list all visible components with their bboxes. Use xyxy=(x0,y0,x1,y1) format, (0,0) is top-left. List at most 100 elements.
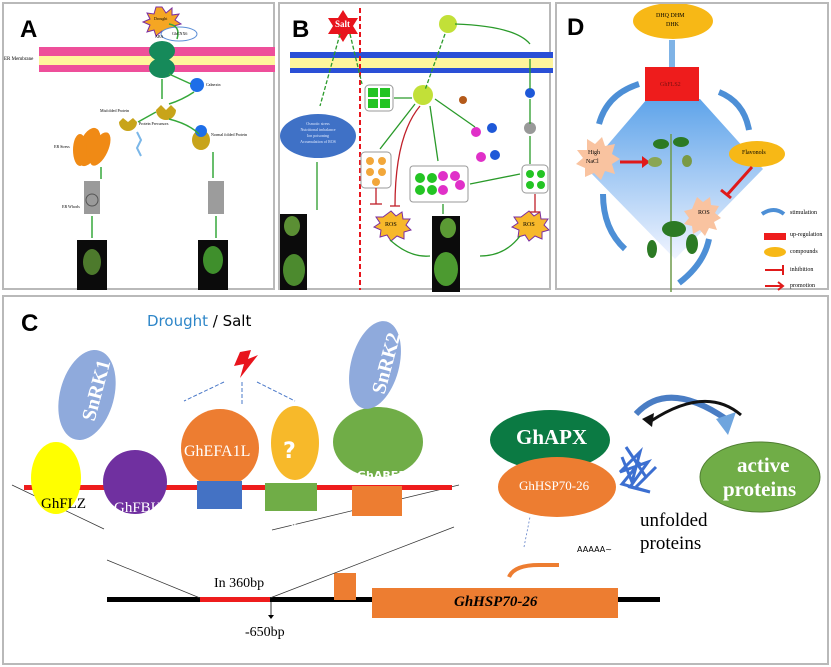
legend-upregulation: up-regulation xyxy=(790,232,823,238)
membrane-label: ER Membrane xyxy=(4,57,34,62)
solid-arrows xyxy=(316,23,531,257)
legend-stimulation: stimulation xyxy=(790,210,817,216)
drought-label: Drought xyxy=(154,16,168,21)
panel-a: A xyxy=(2,2,275,290)
receptor-channel-icon xyxy=(149,41,175,61)
mrna-icon xyxy=(507,563,559,578)
active-proteins-line1: active xyxy=(737,453,790,477)
diamond-background xyxy=(587,99,763,259)
inhibition-arrows xyxy=(370,105,540,213)
hormone-icon xyxy=(471,127,481,137)
panel-c-diagram xyxy=(11,321,821,619)
active-proteins xyxy=(699,441,821,513)
unfolded-protein-icon xyxy=(618,446,658,494)
panel-d-diagram xyxy=(576,4,786,292)
flavonols-oval xyxy=(729,141,785,167)
effect-line: Nutritional imbalance xyxy=(300,127,336,132)
insertion-segment xyxy=(200,597,270,602)
normal-label: Normal folded Protein xyxy=(211,132,247,137)
er-stress-label: ER Stress xyxy=(54,144,70,149)
legend-inhibition-icon xyxy=(765,265,784,275)
signal-arrows xyxy=(183,381,296,405)
panel-b-diagram xyxy=(280,8,553,292)
title-separator: / xyxy=(207,312,223,330)
panel-b: B xyxy=(278,2,553,292)
receptor-signal-icon xyxy=(525,88,535,98)
normal-protein-icon xyxy=(192,130,210,150)
refolding-arrow xyxy=(650,399,742,423)
compounds-top-line2: DHK xyxy=(666,22,679,28)
ros-label: ROS xyxy=(385,222,397,228)
gene-box-right xyxy=(521,164,549,194)
effect-line: Accumulation of ROS xyxy=(300,139,336,144)
snrk1-protein xyxy=(58,350,116,440)
legend-upregulation-icon xyxy=(764,233,786,240)
gene-name-label: GhHSP70-26 xyxy=(454,594,538,610)
precursors-label: Protein Precursors xyxy=(139,121,169,126)
legend-stimulation-icon xyxy=(760,208,786,216)
high-nacl-line1: High xyxy=(588,150,600,156)
drought-title: Drought xyxy=(147,312,208,330)
panel-d: D xyxy=(555,2,829,292)
effect-line: Osmotic stress xyxy=(306,121,330,126)
unfolded-line1: unfolded xyxy=(640,510,708,531)
flavonols-label: Flavonols xyxy=(742,150,766,156)
high-nacl-burst xyxy=(576,137,620,180)
cotton-plant-icon xyxy=(647,134,698,292)
abre-element xyxy=(352,486,402,516)
calnexin-icon xyxy=(190,78,204,92)
dashed-arrows xyxy=(319,33,446,107)
stress-title: Drought / Salt xyxy=(147,312,251,330)
legend-compounds: compounds xyxy=(790,249,818,255)
position-label: -650bp xyxy=(245,625,285,640)
myb-element xyxy=(197,481,242,509)
stress-effects-ellipse xyxy=(280,114,356,158)
ghefa1l-label: GhEFA1L xyxy=(184,443,251,460)
ros-label: ROS xyxy=(698,210,710,216)
aba-label: ABA xyxy=(155,34,164,39)
receptor-lower xyxy=(149,58,175,78)
myb-label: MYB xyxy=(203,514,229,528)
ghabf3-label: GhABF3 xyxy=(357,469,406,482)
zoom-line-lower xyxy=(106,559,201,599)
ghflz-protein xyxy=(31,442,81,514)
hormone-icon-2 xyxy=(487,123,497,133)
mt-molecule-icon xyxy=(439,15,457,33)
unknown-label: ? xyxy=(283,439,296,464)
salt-label: Salt xyxy=(335,19,351,29)
gene-box xyxy=(645,67,699,101)
ghhsp70-label: GhHSP70-26 xyxy=(519,478,590,493)
ghefa1l-protein xyxy=(181,409,259,487)
insertion-label: In 360bp xyxy=(214,576,265,591)
ghflz-label: GhFLZ xyxy=(41,496,86,512)
ghhsp70-protein xyxy=(498,457,616,517)
ros-label-2: ROS xyxy=(523,222,535,228)
gene-body-box xyxy=(372,588,618,618)
effect-line: Ion poisoning xyxy=(306,133,330,138)
lightning-icon xyxy=(234,350,258,378)
panel-label: A xyxy=(20,16,38,43)
active-proteins-line2: proteins xyxy=(723,477,797,501)
ros-burst-icon-2 xyxy=(510,210,550,242)
stimulation-arrows xyxy=(596,81,752,286)
panel-label: B xyxy=(292,16,310,43)
panel-c: C Drought / Salt xyxy=(2,295,829,665)
legend-promotion-icon xyxy=(765,281,785,291)
polya-label: AAAAA~ xyxy=(577,545,612,554)
er-stress-icon xyxy=(73,127,111,167)
er-whorl-micrograph xyxy=(84,181,100,214)
complex-icon xyxy=(524,122,536,134)
hormone-icon-4 xyxy=(490,150,500,160)
salt-title: Salt xyxy=(222,312,252,330)
ghfbk-protein xyxy=(103,450,167,514)
misfolded-label: Misfolded Protein xyxy=(100,108,129,113)
gene-oval xyxy=(160,26,198,42)
normal-micrograph xyxy=(208,181,224,214)
high-nacl-line2: NaCl xyxy=(586,159,599,165)
ros-burst-icon xyxy=(372,210,412,242)
protein-precursor-icon xyxy=(156,105,176,120)
cell-membrane xyxy=(290,52,553,73)
zoom-line-lower-2 xyxy=(269,526,455,599)
peptide-chain-icon xyxy=(135,131,143,157)
pathway-arrows xyxy=(91,23,217,238)
